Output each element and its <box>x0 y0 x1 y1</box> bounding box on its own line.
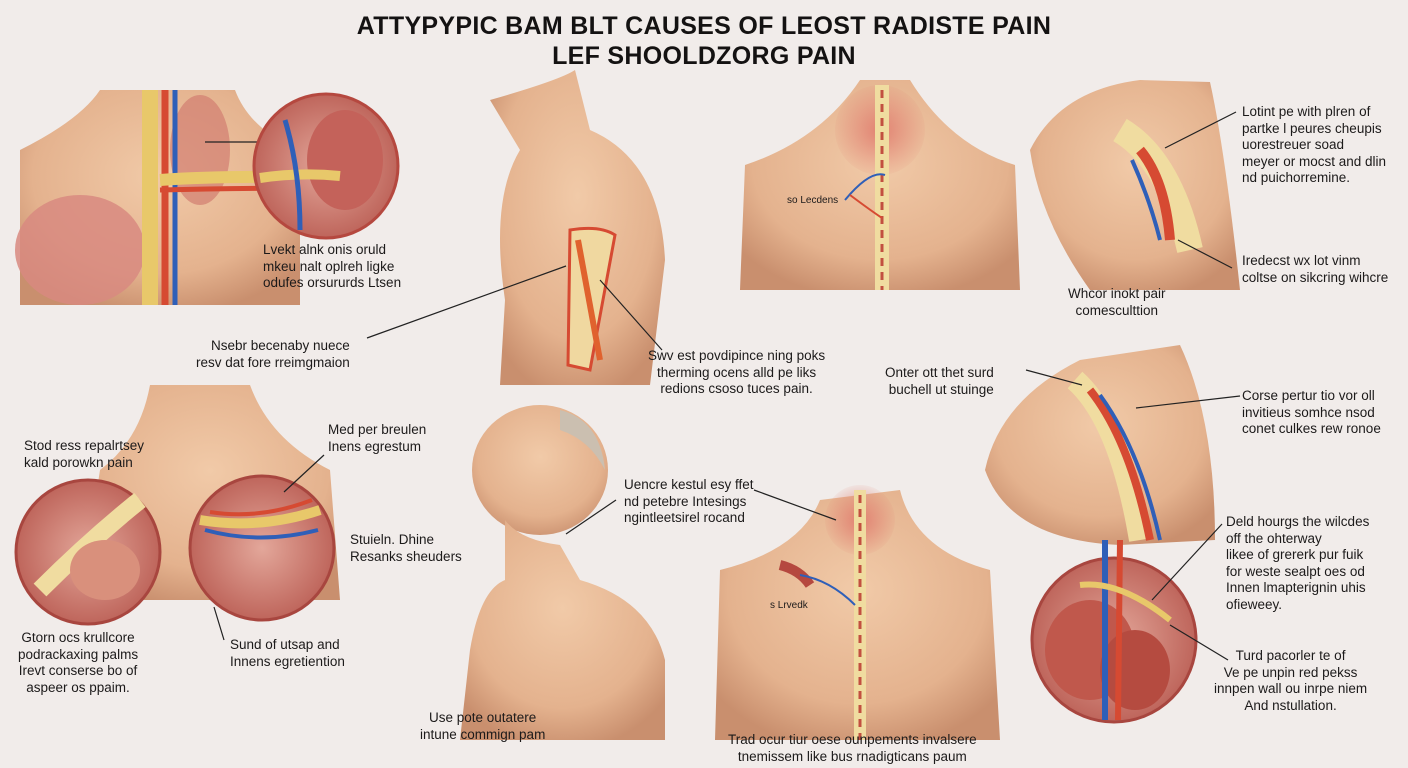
label-arm-pain: Swv est povdipince ning poks therming oc… <box>648 348 826 396</box>
zoom-circle-organ <box>252 92 400 240</box>
label-lower-back-small: s Lrvedk <box>770 600 808 611</box>
label-collar-top: Med per breulen Inens egrestum <box>328 422 427 454</box>
arm-profile-illustration <box>366 70 665 385</box>
label-shoulder-pain-detail: Lotint pe with plren of partke l peures … <box>1242 104 1387 185</box>
label-shoulder-right: Corse pertur tio vor oll invitieus somhc… <box>1242 388 1381 436</box>
label-back-small: so Lecdens <box>787 195 839 206</box>
label-abdomen-top: Deld hourgs the wilcdes off the ohterway… <box>1226 514 1370 612</box>
label-shoulder-lower: Iredecst wx lot vinm coltse on sikcring … <box>1242 253 1389 285</box>
label-abdomen-bottom: Turd pacorler te of Ve pe unpin red peks… <box>1214 648 1368 713</box>
lower-back-spine-illustration <box>715 485 1000 740</box>
label-neck-spine: Uencre kestul esy ffet nd petebre Intesi… <box>624 477 754 525</box>
label-shoulder-side: Onter ott thet surd buchell ut stuinge <box>885 365 994 397</box>
label-nerve-referral: Nsebr becenaby nuece resv dat fore rreim… <box>196 338 350 370</box>
label-head-bottom: Use pote outatere intune commign pam <box>420 710 546 742</box>
shoulder-side-illustration <box>985 345 1241 545</box>
label-organ-right: Sund of utsap and Innens egretiention <box>230 637 345 669</box>
shoulder-closeup-illustration <box>1030 80 1240 290</box>
page-title: ATTYPYPIC BAM BLT CAUSES OF LEOST RADIST… <box>356 12 1052 40</box>
label-head-side: Stuieln. Dhine Resanks sheuders <box>350 532 462 564</box>
label-lower-back: Trad ocur tiur oese ounpements invalsere… <box>728 732 977 764</box>
head-profile-illustration <box>460 405 665 740</box>
label-collar-left: Stod ress repalrtsey kald porowkn pain <box>24 438 145 470</box>
chest-anatomy-illustration <box>15 90 331 305</box>
zoom-circle-abdominal-organs <box>1030 523 1229 724</box>
page-subtitle: LEF SHOOLDZORG PAIN <box>552 42 856 70</box>
zoom-circle-left <box>14 478 162 626</box>
zoom-circle-right <box>188 454 336 641</box>
label-back-pain-source: Whcor inokt pair comesculttion <box>1068 286 1166 318</box>
label-organ-left: Gtorn ocs krullcore podrackaxing palms I… <box>18 630 139 695</box>
label-chest-nerve: Lvekt alnk onis oruld mkeu nalt oplreh l… <box>263 242 402 290</box>
upper-back-spine-illustration <box>740 80 1020 290</box>
